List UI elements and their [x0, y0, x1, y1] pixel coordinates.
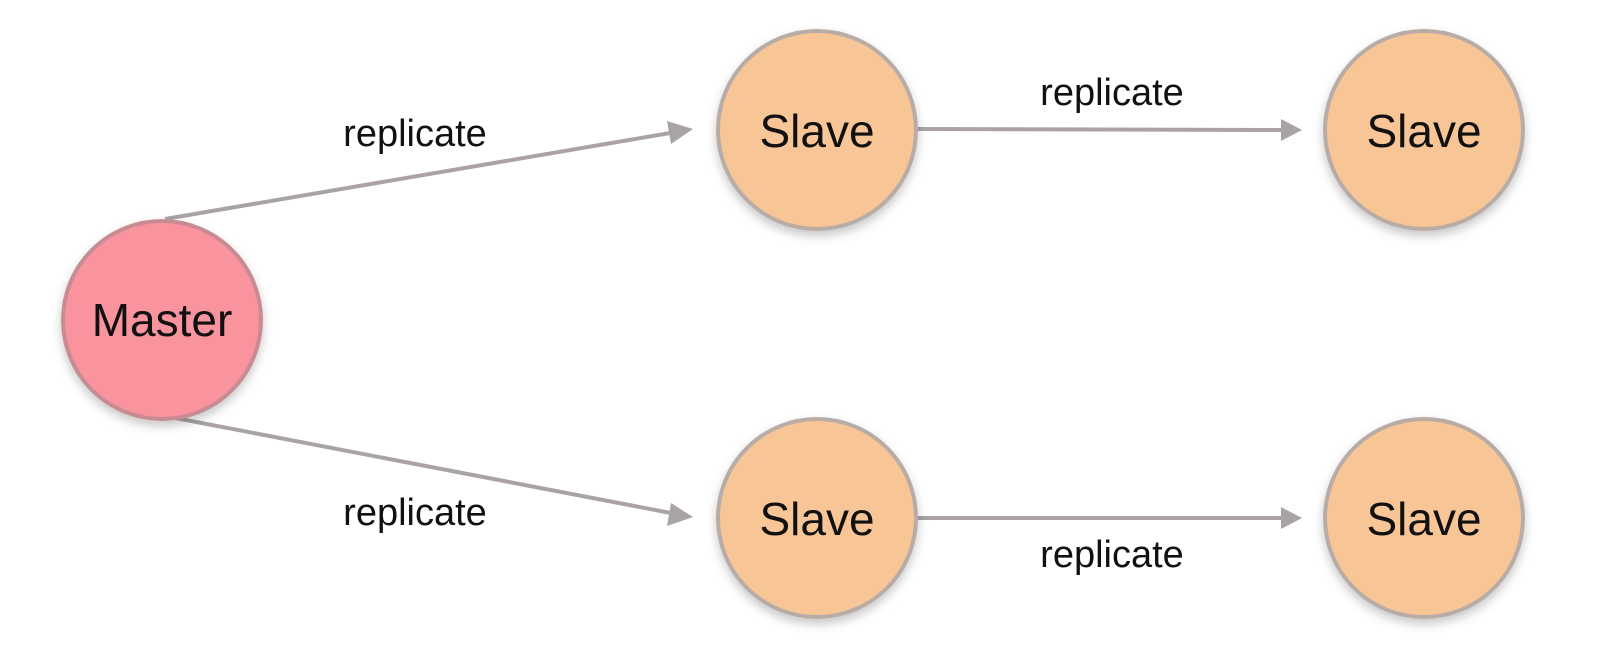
slave-bottom-right-circle — [1323, 417, 1525, 619]
master-label: Master — [92, 294, 233, 346]
slave-node-bottom: Slave — [716, 417, 918, 619]
edge-master-to-slave-bottom: replicate — [164, 414, 693, 534]
edge-label: replicate — [343, 492, 487, 534]
edge-line — [164, 130, 677, 221]
arrow-head — [667, 503, 693, 526]
arrow-head — [1281, 507, 1302, 529]
slave-node-top-right: Slave — [1323, 29, 1525, 231]
master-circle — [61, 219, 263, 421]
edge-label: replicate — [1040, 534, 1184, 576]
slave-top-right-label: Slave — [1366, 105, 1481, 157]
slave-node-bottom-right: Slave — [1323, 417, 1525, 619]
arrow-head — [1281, 119, 1302, 141]
master-node: Master — [61, 219, 263, 421]
edge-line — [917, 127, 1285, 132]
edge-master-to-slave-top: replicate — [164, 113, 693, 221]
slave-top-circle — [716, 29, 918, 231]
slave-top-right-circle — [1323, 29, 1525, 231]
edge-label: replicate — [1040, 72, 1184, 114]
edge-slave-top-to-slave-top-right: replicate — [917, 72, 1302, 141]
edge-label: replicate — [343, 113, 487, 155]
slave-top-label: Slave — [759, 105, 874, 157]
edge-slave-bottom-to-slave-bottom-right: replicate — [918, 507, 1302, 576]
slave-bottom-circle — [716, 417, 918, 619]
slave-node-top: Slave — [716, 29, 918, 231]
edge-line — [164, 414, 677, 516]
slave-bottom-right-label: Slave — [1366, 493, 1481, 545]
arrow-head — [667, 121, 693, 144]
slave-bottom-label: Slave — [759, 493, 874, 545]
